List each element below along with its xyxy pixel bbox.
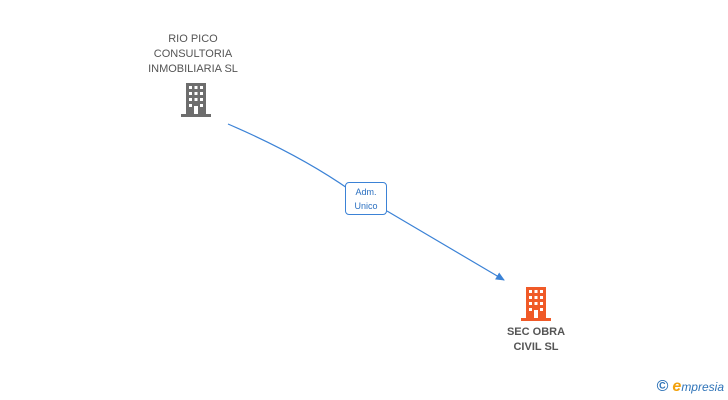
edge-role-label[interactable]: Adm. Unico (345, 182, 387, 215)
node-label-line: CIVIL SL (513, 341, 559, 353)
node-sec-obra[interactable]: SEC OBRA CIVIL SL (490, 325, 582, 355)
edge-label-line: Adm. (355, 187, 377, 197)
building-icon[interactable] (180, 83, 212, 117)
brand-initial: e (672, 378, 682, 395)
copyright-icon: © (656, 378, 669, 395)
node-label-line: INMOBILIARIA SL (148, 63, 238, 75)
node-label-line: SEC OBRA (506, 326, 566, 338)
node-rio-pico[interactable]: RIO PICO CONSULTORIA INMOBILIARIA SL (135, 32, 251, 77)
edge-label-line: Unico (354, 201, 378, 211)
node-label-line: CONSULTORIA (153, 48, 233, 60)
edge-line (227, 123, 504, 280)
brand-name: mpresia (681, 380, 724, 394)
node-label-line: RIO PICO (168, 33, 218, 45)
building-icon[interactable] (520, 287, 552, 321)
brand-footer: © empresia (657, 378, 724, 396)
brand-logo[interactable]: empresia (672, 378, 724, 396)
